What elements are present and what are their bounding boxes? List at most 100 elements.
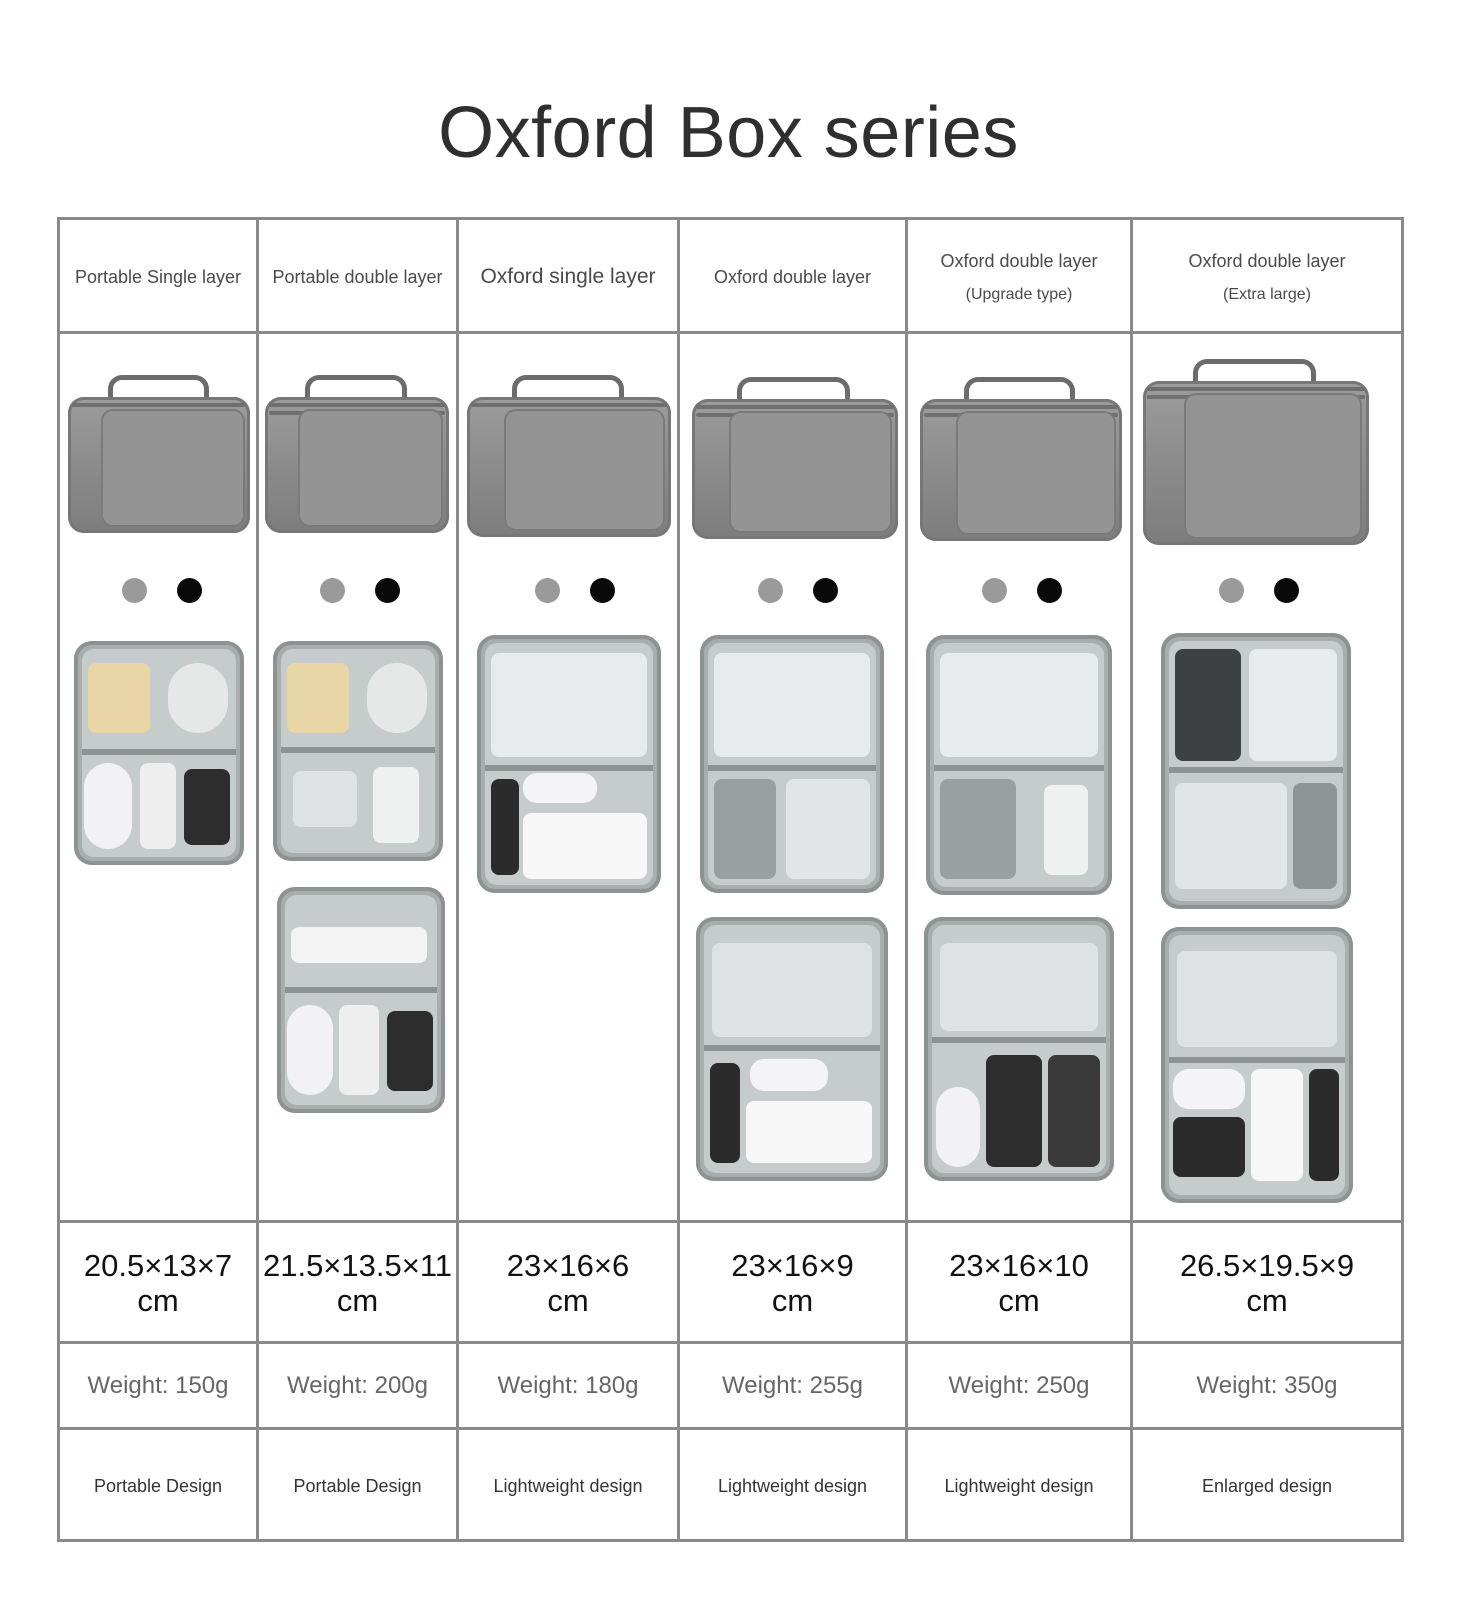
product-column: Portable double layer (259, 220, 456, 1539)
cable-slots-illustration (491, 653, 647, 757)
swatch-black[interactable] (1037, 578, 1062, 603)
column-divider (677, 220, 680, 1539)
power-bank-illustration (1293, 783, 1337, 889)
column-divider (905, 220, 908, 1539)
adapter-illustration (293, 771, 357, 827)
power-bank-illustration (1251, 1069, 1303, 1181)
column-divider (256, 220, 259, 1539)
bag-open-image (700, 635, 884, 893)
bag-open-image (1161, 633, 1351, 909)
swatch-black[interactable] (1274, 578, 1299, 603)
page-title: Oxford Box series (438, 93, 1019, 173)
product-header: Oxford double layer (680, 220, 905, 334)
charger-illustration (986, 1055, 1042, 1167)
weight: Weight: 150g (87, 1371, 229, 1399)
swatch-grey[interactable] (122, 578, 147, 603)
bag-closed-image (920, 377, 1122, 541)
weight: Weight: 250g (948, 1371, 1090, 1399)
phone-illustration (714, 779, 776, 879)
mouse-illustration (84, 763, 132, 849)
color-swatches (1219, 578, 1309, 604)
weight: Weight: 180g (497, 1371, 639, 1399)
swatch-black[interactable] (177, 578, 202, 603)
column-divider (1130, 220, 1133, 1539)
mouse-illustration (750, 1059, 828, 1091)
swatch-grey[interactable] (982, 578, 1007, 603)
color-swatches (122, 578, 212, 604)
cable-slots-illustration (714, 653, 870, 757)
bag-closed-image (692, 377, 898, 539)
bag-closed-image (467, 375, 671, 537)
product-column: Portable Single layer 20.5×13×7 cm W (60, 220, 256, 1539)
swatch-grey[interactable] (758, 578, 783, 603)
mouse-illustration (287, 1005, 333, 1095)
charger-illustration (1173, 1117, 1245, 1177)
feature: Lightweight design (493, 1475, 643, 1496)
feature: Enlarged design (1201, 1475, 1333, 1496)
product-name: Oxford double layer (940, 250, 1098, 271)
row-divider (60, 1341, 1401, 1344)
bag-open-image (696, 917, 888, 1181)
feature: Portable Design (293, 1475, 422, 1496)
charger-illustration (387, 1011, 433, 1091)
product-images (60, 337, 256, 1223)
swatch-black[interactable] (590, 578, 615, 603)
dimensions-unit: cm (998, 1283, 1040, 1318)
phone-illustration (1175, 649, 1241, 761)
color-swatches (758, 578, 848, 604)
cable-coil-illustration (367, 663, 427, 733)
cable-coil-illustration (168, 663, 228, 733)
cord-illustration (491, 779, 519, 875)
swatch-black[interactable] (375, 578, 400, 603)
feature: Portable Design (93, 1475, 223, 1496)
plug-illustration (1044, 785, 1088, 875)
bag-open-image (926, 635, 1112, 895)
bag-open-image (1161, 927, 1353, 1203)
swatch-grey[interactable] (320, 578, 345, 603)
swatch-black[interactable] (813, 578, 838, 603)
dimensions: 26.5×19.5×9 cm (1133, 1225, 1401, 1341)
comparison-table: Portable Single layer 20.5×13×7 cm W (57, 217, 1404, 1542)
product-header: Oxford double layer (Upgrade type) (908, 220, 1130, 334)
product-images (908, 337, 1130, 1223)
phone-illustration (940, 779, 1016, 879)
mouse-illustration (1173, 1069, 1245, 1109)
product-subtitle: (Upgrade type) (965, 285, 1073, 303)
color-swatches (535, 578, 625, 604)
bag-open-image (273, 641, 443, 861)
product-name: Oxford double layer (1188, 250, 1346, 271)
product-column: Oxford single layer 23×16×6 cm Weight: 1… (459, 220, 677, 1539)
dimensions-value: 20.5×13×7 (83, 1248, 233, 1283)
tablet-illustration (940, 943, 1098, 1031)
cables-illustration (339, 1005, 379, 1095)
usb-drives-illustration (88, 663, 150, 733)
swatch-grey[interactable] (535, 578, 560, 603)
column-divider (456, 220, 459, 1539)
product-name: Portable double layer (272, 266, 443, 287)
color-swatches (982, 578, 1072, 604)
swatch-grey[interactable] (1219, 578, 1244, 603)
color-swatches (320, 578, 410, 604)
power-bank-illustration (746, 1101, 872, 1163)
dimensions-value: 23×16×10 (949, 1248, 1089, 1283)
product-images (259, 337, 456, 1223)
power-bank-illustration (291, 927, 427, 963)
weight: Weight: 255g (722, 1371, 863, 1399)
dimensions: 20.5×13×7 cm (60, 1225, 256, 1341)
bag-closed-image (265, 375, 449, 533)
weight: Weight: 350g (1196, 1371, 1338, 1399)
cord-illustration (1048, 1055, 1100, 1167)
dimensions: 23×16×9 cm (680, 1225, 905, 1341)
tablet-illustration (1177, 951, 1337, 1047)
product-column: Oxford double layer (Upgrade type) (908, 220, 1130, 1539)
dimensions-value: 26.5×19.5×9 (1179, 1248, 1355, 1283)
cable-slots-illustration (940, 653, 1098, 757)
feature: Lightweight design (944, 1475, 1094, 1496)
cables-illustration (140, 763, 176, 849)
dimensions: 23×16×10 cm (908, 1225, 1130, 1341)
cable-slots-illustration (1249, 649, 1337, 761)
product-column: Oxford double layer (Extra large) (1133, 220, 1401, 1539)
product-header: Oxford double layer (Extra large) (1133, 220, 1401, 334)
bag-open-image (477, 635, 661, 893)
dimensions-unit: cm (547, 1283, 589, 1318)
